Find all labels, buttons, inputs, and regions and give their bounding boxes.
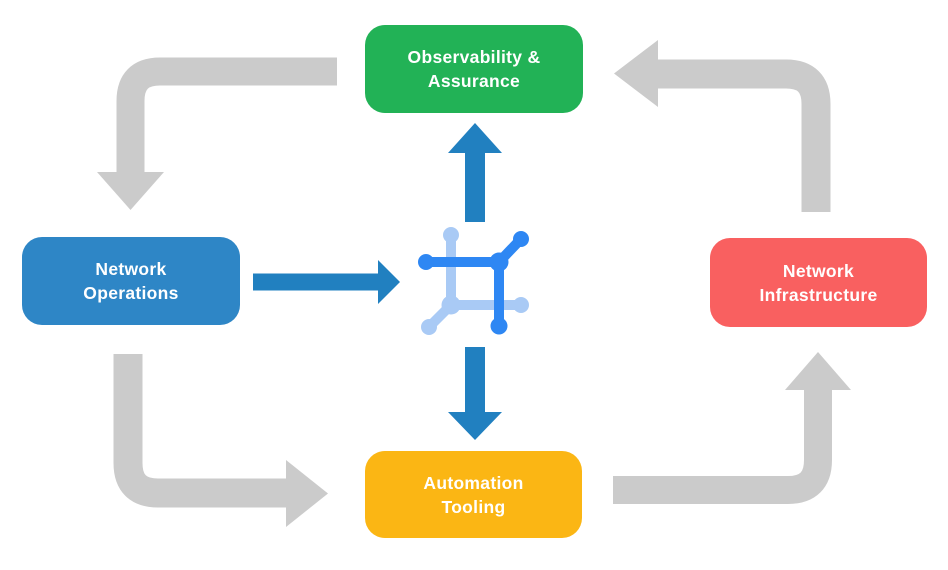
data-arrows <box>253 123 502 440</box>
network-automation-icon <box>418 227 529 335</box>
node-infrastructure-label: Network Infrastructure <box>759 260 878 305</box>
flow-arrow-observability-to-operations <box>97 57 337 210</box>
flow-arrow-infrastructure-to-observability <box>614 40 831 212</box>
node-automation-tooling: Automation Tooling <box>365 451 582 538</box>
data-arrow-operations-to-center <box>253 260 400 304</box>
node-observability-label: Observability & Assurance <box>407 47 541 91</box>
node-automation-label: Automation Tooling <box>423 472 524 517</box>
icon-dark-strokes <box>418 231 529 335</box>
flow-arrows-cycle <box>97 40 851 527</box>
node-observability-assurance: Observability & Assurance <box>365 25 583 113</box>
flow-arrow-operations-to-automation <box>113 354 328 527</box>
flow-arrow-automation-to-infrastructure <box>613 352 851 504</box>
node-network-operations: Network Operations <box>22 237 240 325</box>
data-arrow-center-to-observability <box>448 123 502 222</box>
node-network-infrastructure: Network Infrastructure <box>710 238 927 327</box>
icon-light-strokes <box>421 227 529 335</box>
data-arrow-center-to-automation <box>448 347 502 440</box>
node-operations-label: Network Operations <box>83 259 179 303</box>
